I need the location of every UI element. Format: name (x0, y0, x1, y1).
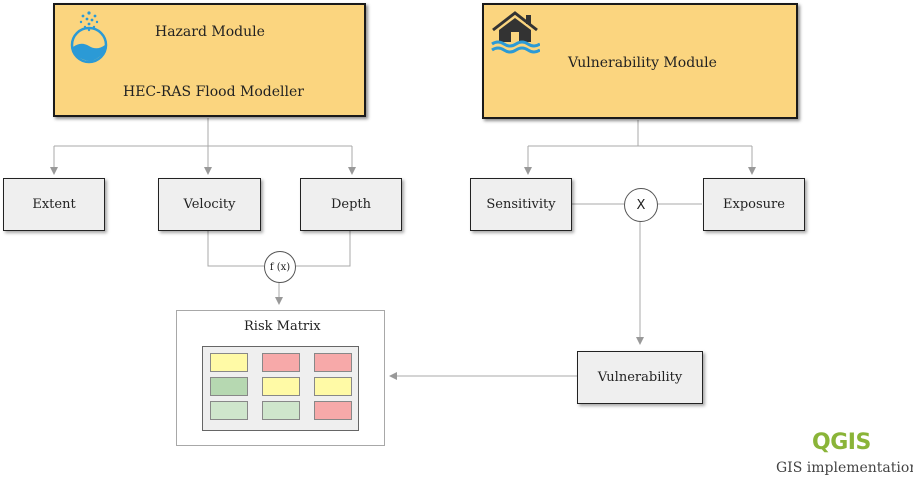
risk-matrix-title: Risk Matrix (244, 319, 321, 334)
vulnerability-module-title: Vulnerability Module (568, 55, 717, 71)
multiply-operator-label: X (636, 197, 646, 213)
gis-implementation-caption: GIS implementation (776, 460, 913, 476)
risk-cell (210, 377, 248, 396)
risk-cell (314, 401, 352, 420)
exposure-box: Exposure (703, 178, 805, 231)
exposure-label: Exposure (723, 197, 785, 212)
risk-cell (210, 353, 248, 372)
function-operator: f (x) (264, 251, 296, 283)
velocity-box: Velocity (158, 178, 261, 231)
risk-cell (314, 377, 352, 396)
flood-rain-icon (70, 11, 108, 64)
risk-cell (262, 353, 300, 372)
hazard-module-box: Hazard Module HEC-RAS Flood Modeller (53, 3, 366, 117)
risk-matrix-frame: Risk Matrix (176, 310, 385, 446)
sensitivity-label: Sensitivity (486, 197, 556, 212)
depth-label: Depth (330, 197, 372, 212)
risk-cell (262, 377, 300, 396)
multiply-operator: X (624, 188, 658, 222)
vulnerability-module-box: Vulnerability Module (482, 3, 798, 119)
function-operator-label: f (x) (269, 261, 291, 273)
risk-cell (314, 353, 352, 372)
sensitivity-box: Sensitivity (470, 178, 572, 231)
flooded-house-icon (491, 11, 540, 54)
extent-box: Extent (3, 178, 105, 231)
risk-cell (262, 401, 300, 420)
hazard-module-title: Hazard Module (155, 24, 265, 40)
hazard-module-subtitle: HEC-RAS Flood Modeller (123, 84, 304, 100)
risk-cell (210, 401, 248, 420)
depth-box: Depth (300, 178, 402, 231)
velocity-label: Velocity (183, 197, 236, 212)
extent-label: Extent (32, 197, 76, 212)
vulnerability-result-label: Vulnerability (597, 370, 683, 385)
risk-matrix-grid (202, 346, 359, 431)
vulnerability-result-box: Vulnerability (577, 351, 703, 404)
qgis-logo: QGIS (812, 430, 871, 455)
